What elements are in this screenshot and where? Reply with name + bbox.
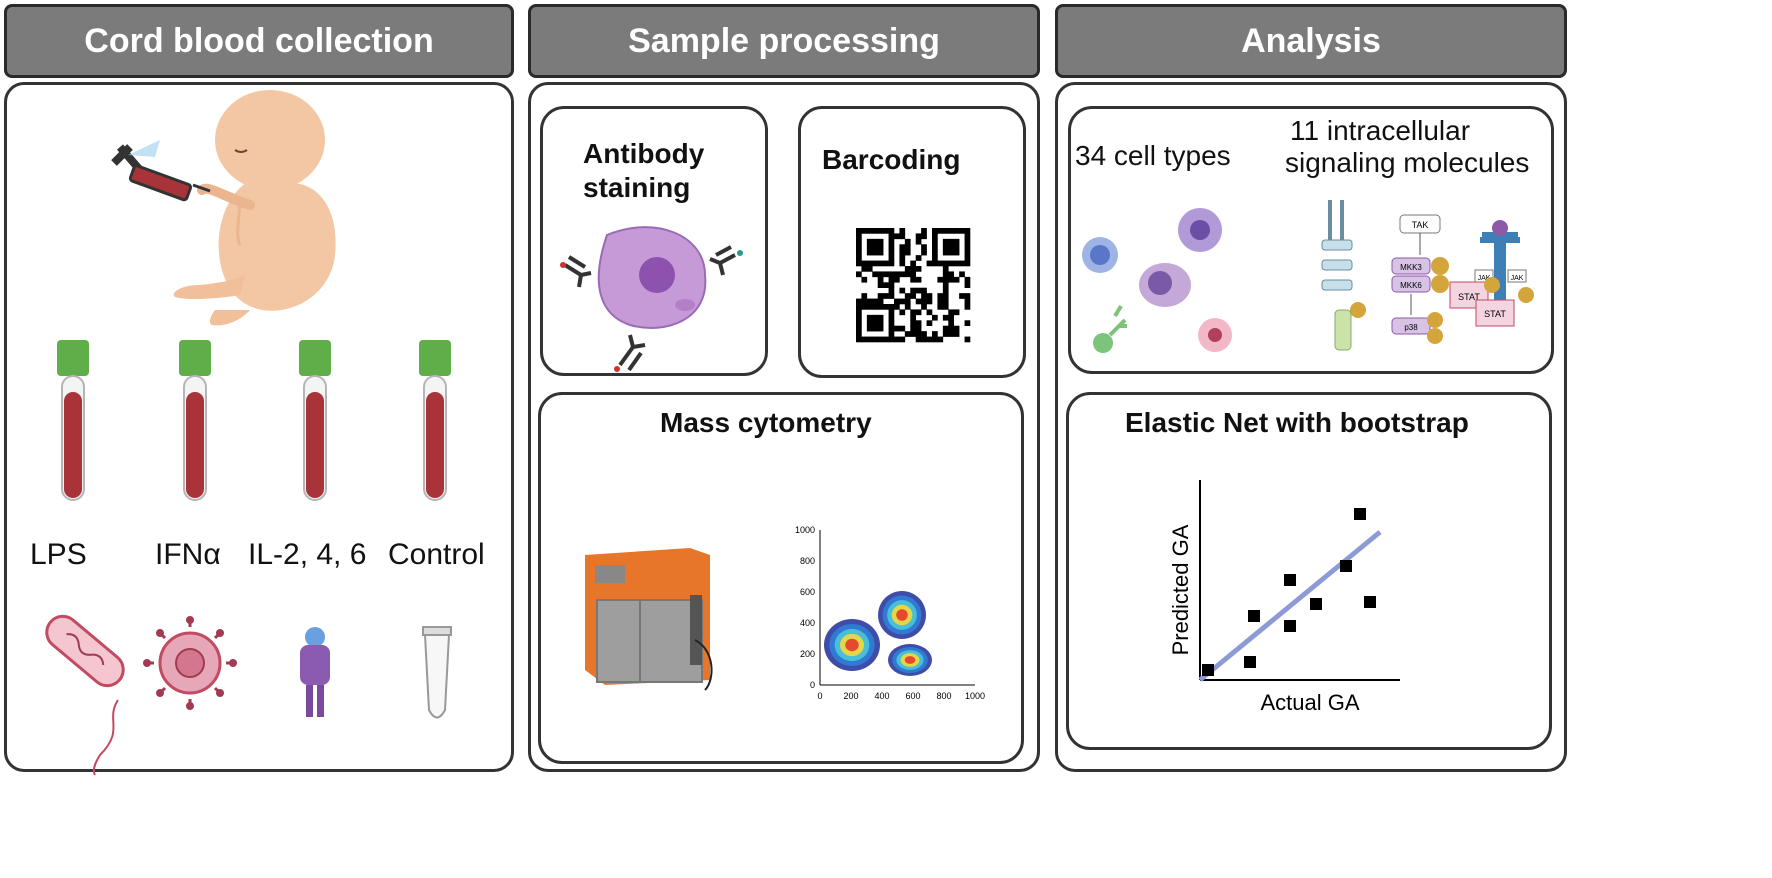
tube-label-lps: LPS	[30, 538, 87, 571]
receptor-pathway-icon	[1321, 200, 1366, 351]
scatter-point	[1364, 596, 1376, 608]
qr-code-icon	[856, 228, 971, 343]
header-analysis-label: Analysis	[1241, 21, 1381, 60]
tube-il	[299, 340, 331, 501]
monocyte-icon	[1139, 263, 1191, 307]
antibody-icon-bottom	[614, 334, 646, 372]
density-cluster	[845, 638, 859, 652]
antibody-icon-right	[709, 245, 743, 276]
box-antibody-staining	[540, 106, 768, 376]
cell-types-label: 34 cell types	[1075, 140, 1231, 171]
density-plot: 0 200 400 600 800 1000 0 200 400 600 800 1000	[795, 525, 985, 701]
syringe-icon	[111, 140, 211, 202]
stat-label-1: STAT	[1458, 292, 1480, 302]
barcoding-title: Barcoding	[822, 144, 961, 175]
tube-control	[419, 340, 451, 501]
virus-icon	[143, 616, 237, 710]
header-analysis: Analysis	[1055, 4, 1567, 78]
mkk6-label: MKK6	[1400, 281, 1422, 290]
density-y-tick: 400	[800, 618, 815, 628]
density-y-tick: 800	[800, 556, 815, 566]
density-x-tick: 600	[905, 691, 920, 701]
density-y-tick: 200	[800, 649, 815, 659]
lymphocyte-icon	[1082, 237, 1118, 273]
antibody-cell-illustration	[560, 226, 743, 372]
density-y-tick: 0	[810, 680, 815, 690]
cytokine-receptor-icon	[300, 627, 330, 717]
density-x-tick: 400	[874, 691, 889, 701]
mkk3-label: MKK3	[1400, 263, 1422, 272]
cell-icon	[597, 226, 707, 329]
header-sample-processing-label: Sample processing	[628, 21, 940, 60]
density-y-tick: 600	[800, 587, 815, 597]
signaling-label-line1: 11 intracellular	[1290, 115, 1471, 146]
tube-ifna	[179, 340, 211, 501]
elastic-net-title: Elastic Net with bootstrap	[1125, 407, 1469, 438]
scatter-point	[1284, 574, 1296, 586]
fit-line	[1198, 530, 1382, 682]
tak-label: TAK	[1412, 220, 1429, 230]
signaling-label-line2: signaling molecules	[1285, 147, 1530, 178]
neutrophil-icon	[1198, 318, 1232, 352]
elastic-net-scatter-chart: Actual GA Predicted GA	[1168, 480, 1400, 715]
fetus-icon	[173, 90, 336, 326]
density-x-tick: 800	[936, 691, 951, 701]
density-cluster	[896, 609, 908, 621]
header-cord-blood-collection: Cord blood collection	[4, 4, 514, 78]
box-cell-types-signaling	[1068, 106, 1554, 374]
jak-label-left: JAK	[1478, 275, 1491, 282]
density-x-tick: 200	[843, 691, 858, 701]
box-elastic-net	[1066, 392, 1552, 750]
scatter-x-label: Actual GA	[1260, 690, 1359, 715]
blood-tubes	[57, 340, 451, 501]
scatter-point	[1244, 656, 1256, 668]
empty-tube-icon	[422, 626, 452, 719]
tube-lps	[57, 340, 89, 501]
immune-cells-illustration	[1082, 208, 1232, 353]
scatter-point	[1248, 610, 1260, 622]
mass-cytometry-title: Mass cytometry	[660, 407, 872, 438]
header-cord-blood-label: Cord blood collection	[84, 21, 434, 60]
scatter-y-label: Predicted GA	[1168, 524, 1193, 655]
stimulus-icons	[45, 614, 452, 776]
granulocyte-icon	[1178, 208, 1222, 252]
scatter-point	[1284, 620, 1296, 632]
tube-label-control: Control	[388, 538, 485, 571]
fetus-illustration	[111, 90, 336, 326]
scatter-point	[1340, 560, 1352, 572]
jak-label-right: JAK	[1511, 275, 1524, 282]
tube-label-ifna: IFNα	[155, 538, 221, 571]
jak-stat-pathway-icon: JAK JAK STAT STAT	[1449, 220, 1534, 327]
p38-label: p38	[1404, 323, 1418, 332]
density-x-tick: 1000	[965, 691, 985, 701]
tube-label-il: IL-2, 4, 6	[248, 538, 367, 571]
scatter-point	[1202, 664, 1214, 676]
stat-label-2: STAT	[1484, 309, 1506, 319]
signaling-pathways-illustration: TAK MKK3 MKK6 p38 JAK JAK STAT STAT	[1321, 200, 1534, 351]
header-sample-processing: Sample processing	[528, 4, 1040, 78]
density-x-tick: 0	[817, 691, 822, 701]
cytometer-machine-icon	[585, 548, 713, 691]
dendritic-cell-icon	[1093, 304, 1127, 353]
scatter-point	[1354, 508, 1366, 520]
density-y-tick: 1000	[795, 525, 815, 535]
mapk-pathway-icon: TAK MKK3 MKK6 p38	[1391, 214, 1449, 344]
antibody-icon-left	[560, 255, 592, 288]
density-cluster	[904, 656, 916, 664]
scatter-point	[1310, 598, 1322, 610]
bacterium-icon	[45, 614, 125, 776]
antibody-title-line2: staining	[583, 172, 691, 203]
antibody-title-line1: Antibody	[583, 138, 705, 169]
